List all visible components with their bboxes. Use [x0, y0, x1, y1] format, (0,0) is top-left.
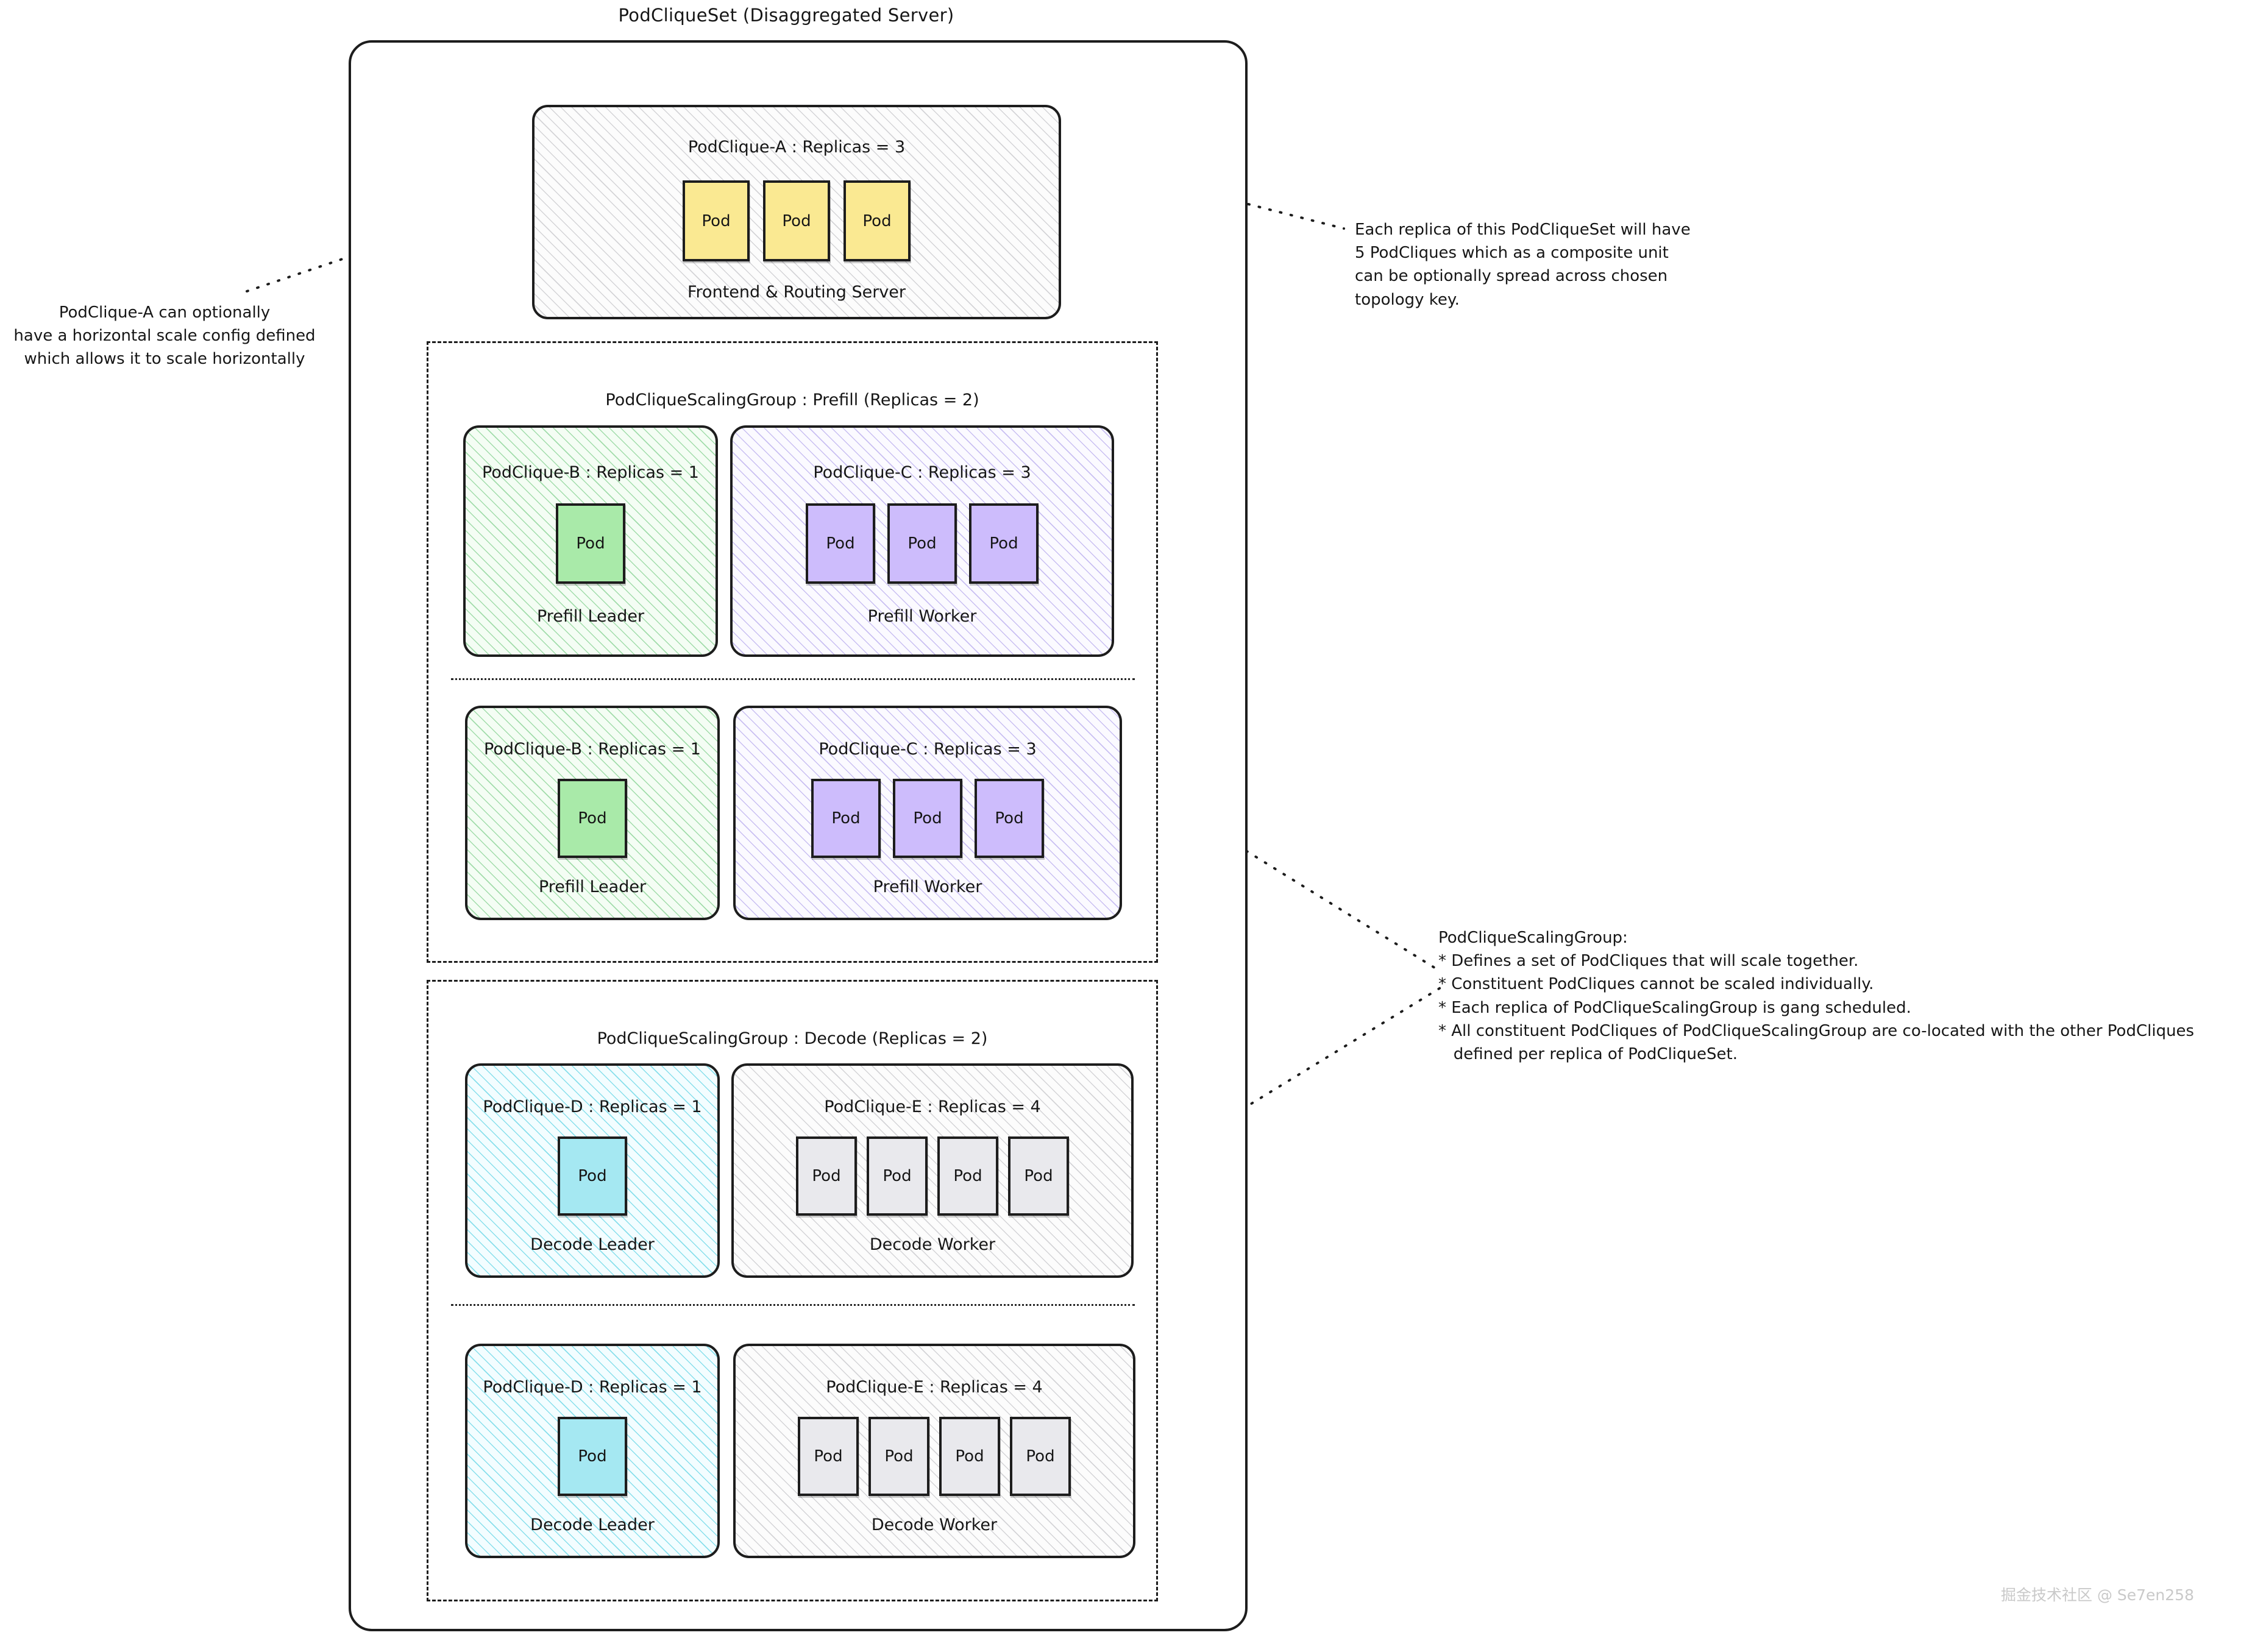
clique-a-title: PodClique-A : Replicas = 3: [687, 138, 906, 157]
pod[interactable]: Pod: [939, 1417, 1000, 1496]
clique-d-title: PodClique-D : Replicas = 1: [483, 1378, 702, 1397]
clique-a-pod-row: Pod Pod Pod: [535, 180, 1059, 261]
scaling-group-prefill-title: PodCliqueScalingGroup : Prefill (Replica…: [605, 391, 979, 409]
clique-e-title: PodClique-E : Replicas = 4: [826, 1378, 1043, 1397]
pod[interactable]: Pod: [556, 503, 625, 584]
pod[interactable]: Pod: [796, 1136, 857, 1216]
pod[interactable]: Pod: [558, 1136, 627, 1216]
clique-d-footer: Decode Leader: [530, 1516, 655, 1534]
pod[interactable]: Pod: [868, 1417, 929, 1496]
pod[interactable]: Pod: [887, 503, 957, 584]
clique-podclique-a[interactable]: PodClique-A : Replicas = 3 Pod Pod Pod F…: [532, 105, 1061, 319]
pod[interactable]: Pod: [1010, 1417, 1071, 1496]
clique-d-title: PodClique-D : Replicas = 1: [483, 1097, 702, 1116]
clique-podclique-b-replica-2[interactable]: PodClique-B : Replicas = 1 Pod Prefill L…: [465, 706, 720, 920]
clique-a-footer: Frontend & Routing Server: [687, 283, 906, 302]
clique-e-footer: Decode Worker: [869, 1235, 996, 1254]
clique-podclique-d-replica-2[interactable]: PodClique-D : Replicas = 1 Pod Decode Le…: [465, 1344, 720, 1558]
clique-b-footer: Prefill Leader: [538, 877, 647, 896]
scaling-group-decode-title: PodCliqueScalingGroup : Decode (Replicas…: [597, 1029, 988, 1048]
clique-e-pod-row: Pod Pod Pod Pod: [736, 1417, 1133, 1496]
clique-c-pod-row: Pod Pod Pod: [733, 503, 1112, 584]
diagram-title: PodCliqueSet (Disaggregated Server): [618, 5, 954, 26]
pod[interactable]: Pod: [937, 1136, 998, 1216]
clique-c-footer: Prefill Worker: [873, 877, 982, 896]
clique-d-pod-row: Pod: [467, 1136, 717, 1216]
pod[interactable]: Pod: [763, 180, 830, 261]
watermark: 掘金技术社区 @ Se7en258: [2001, 1586, 2194, 1604]
clique-c-pod-row: Pod Pod Pod: [736, 779, 1120, 858]
pod[interactable]: Pod: [558, 1417, 627, 1496]
clique-d-footer: Decode Leader: [530, 1235, 655, 1254]
pod[interactable]: Pod: [811, 779, 881, 858]
clique-d-pod-row: Pod: [467, 1417, 717, 1496]
decode-replica-divider: [451, 1304, 1135, 1306]
clique-c-title: PodClique-C : Replicas = 3: [813, 463, 1031, 482]
clique-podclique-e-replica-1[interactable]: PodClique-E : Replicas = 4 Pod Pod Pod P…: [731, 1063, 1134, 1278]
clique-b-pod-row: Pod: [467, 779, 717, 858]
clique-b-pod-row: Pod: [466, 503, 716, 584]
clique-podclique-c-replica-2[interactable]: PodClique-C : Replicas = 3 Pod Pod Pod P…: [733, 706, 1122, 920]
clique-podclique-b-replica-1[interactable]: PodClique-B : Replicas = 1 Pod Prefill L…: [463, 425, 718, 657]
pod[interactable]: Pod: [1008, 1136, 1069, 1216]
clique-b-title: PodClique-B : Replicas = 1: [482, 463, 699, 482]
scaling-group-prefill[interactable]: PodCliqueScalingGroup : Prefill (Replica…: [427, 341, 1158, 963]
pod[interactable]: Pod: [798, 1417, 859, 1496]
pod[interactable]: Pod: [969, 503, 1039, 584]
annotation-podcliqueset-replicas: Each replica of this PodCliqueSet will h…: [1355, 221, 1691, 309]
clique-podclique-c-replica-1[interactable]: PodClique-C : Replicas = 3 Pod Pod Pod P…: [730, 425, 1114, 657]
pod[interactable]: Pod: [843, 180, 911, 261]
clique-b-title: PodClique-B : Replicas = 1: [484, 740, 701, 759]
connector-topright-annotation: [1247, 203, 1345, 230]
scaling-group-decode[interactable]: PodCliqueScalingGroup : Decode (Replicas…: [427, 980, 1158, 1601]
clique-c-footer: Prefill Worker: [867, 607, 977, 626]
clique-c-title: PodClique-C : Replicas = 3: [819, 740, 1037, 759]
pod[interactable]: Pod: [683, 180, 750, 261]
pod[interactable]: Pod: [893, 779, 962, 858]
pod[interactable]: Pod: [867, 1136, 928, 1216]
clique-e-title: PodClique-E : Replicas = 4: [824, 1097, 1041, 1116]
pod[interactable]: Pod: [558, 779, 627, 858]
annotation-scaling-group-rules: PodCliqueScalingGroup: * Defines a set o…: [1438, 929, 2195, 1064]
prefill-replica-divider: [451, 678, 1135, 680]
pod[interactable]: Pod: [806, 503, 875, 584]
annotation-podclique-a-scaling: PodClique-A can optionally have a horizo…: [13, 303, 316, 369]
clique-b-footer: Prefill Leader: [536, 607, 645, 626]
clique-e-pod-row: Pod Pod Pod Pod: [734, 1136, 1131, 1216]
clique-podclique-e-replica-2[interactable]: PodClique-E : Replicas = 4 Pod Pod Pod P…: [733, 1344, 1135, 1558]
clique-e-footer: Decode Worker: [871, 1516, 998, 1534]
clique-podclique-d-replica-1[interactable]: PodClique-D : Replicas = 1 Pod Decode Le…: [465, 1063, 720, 1278]
pod[interactable]: Pod: [975, 779, 1044, 858]
